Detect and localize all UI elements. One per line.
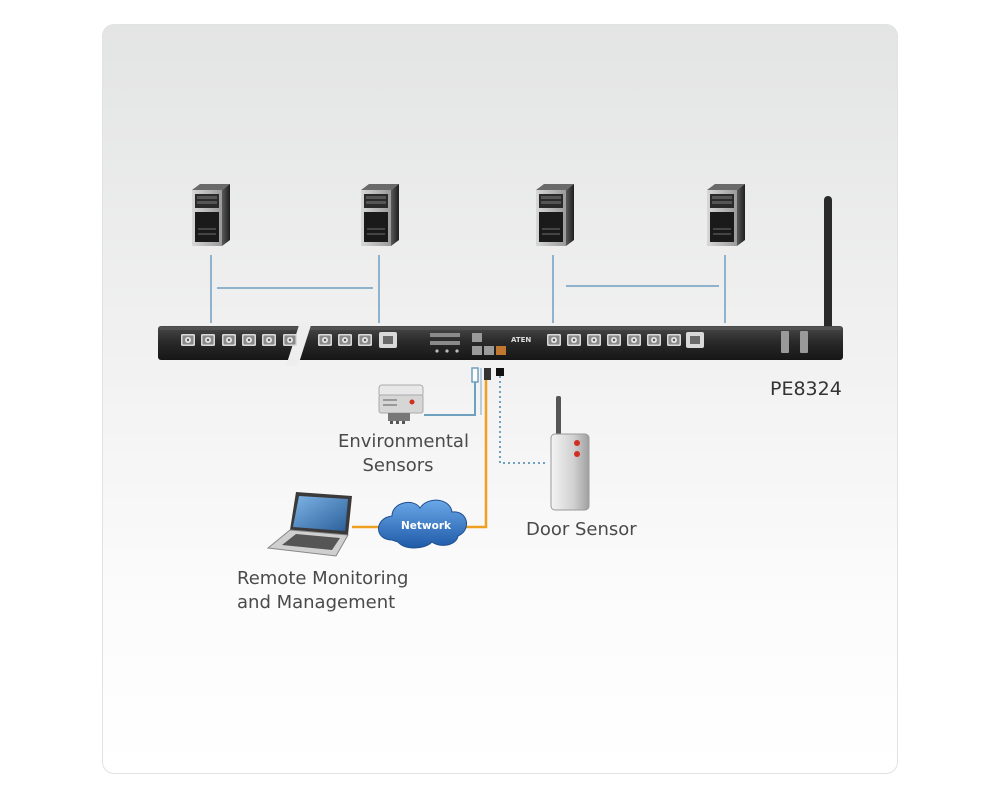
network-link xyxy=(462,380,488,529)
laptop-icon xyxy=(266,492,352,557)
server-tower-icon xyxy=(192,184,230,246)
pdu-model-label: PE8324 xyxy=(770,378,842,400)
brand-logo: ATEN xyxy=(511,336,531,344)
power-inlets xyxy=(781,331,808,353)
environmental-sensors-label: Environmental Sensors xyxy=(338,431,469,476)
server-tower-icon xyxy=(707,184,745,246)
server-tower-icon xyxy=(361,184,399,246)
diagram-card xyxy=(102,24,898,774)
server-links xyxy=(210,255,726,323)
door-sensor-icon xyxy=(550,396,590,511)
door-sensor-link xyxy=(499,376,546,464)
outlet-bank-left xyxy=(181,332,397,348)
outlet-bank-right xyxy=(547,332,704,348)
network-cloud-icon: Network xyxy=(378,499,467,549)
server-tower-icon xyxy=(536,184,574,246)
pdu-unit: ATEN xyxy=(158,322,843,366)
sensor-ports xyxy=(471,367,504,383)
door-sensor-label: Door Sensor xyxy=(526,519,637,540)
environmental-sensor-icon xyxy=(378,384,424,424)
remote-monitoring-label: Remote Monitoring and Management xyxy=(237,568,409,613)
network-cloud-label: Network xyxy=(401,520,452,532)
pdu-control-panel: ATEN xyxy=(430,333,531,355)
env-sensor-link xyxy=(424,382,476,416)
